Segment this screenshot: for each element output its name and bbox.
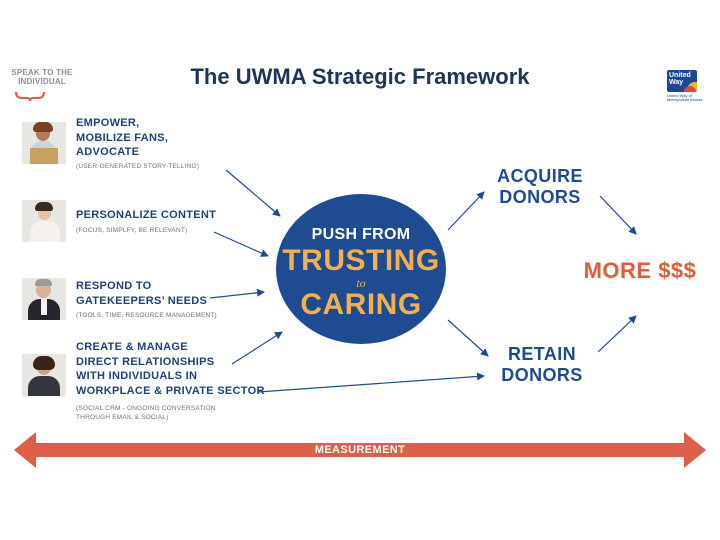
item-4-sub-line-2: THROUGH EMAIL & SOCIAL) (76, 414, 169, 421)
speak-label-line-2: INDIVIDUAL (18, 77, 66, 87)
item-respond-subtitle: (TOOLS, TIME, RESOURCE MANAGEMENT) (76, 312, 217, 319)
item-empower-title: EMPOWER, MOBILIZE FANS, ADVOCATE (76, 116, 168, 160)
item-3-title-line-2: GATEKEEPERS’ NEEDS (76, 294, 208, 307)
center-trusting: TRUSTING (282, 244, 440, 277)
item-relationships-subtitle: (SOCIAL CRM - ONGOING CONVERSATION THROU… (76, 404, 216, 422)
center-circle (276, 194, 446, 344)
item-1-title-line-1: EMPOWER, (76, 117, 140, 129)
speak-label-line-1: SPEAK TO THE (11, 68, 73, 77)
photo-woman-smiling (22, 354, 66, 396)
arrow-center-to-retain (447, 319, 489, 357)
arrow-personalize-to-center (213, 231, 269, 257)
arrow-acquire-to-more (599, 195, 637, 235)
item-1-title-line-2: MOBILIZE FANS, (76, 131, 169, 144)
united-way-logo-mark: United Way (667, 70, 697, 92)
measurement-label: MEASUREMENT (314, 444, 406, 456)
center-push-from: PUSH FROM (311, 226, 411, 243)
retain-donors: RETAIN DONORS (472, 344, 612, 386)
logo-sub-line-2: Metropolitan Atlanta (667, 97, 703, 103)
brace-icon (15, 91, 45, 102)
item-4-title-line-3: WITH INDIVIDUALS IN (76, 370, 198, 382)
photo-man-in-suit (22, 278, 66, 320)
photo-woman-on-phone (22, 200, 66, 242)
arrow-relationships-to-retain (257, 372, 485, 393)
logo-sub-line-1: United Way of (667, 93, 692, 98)
center-caring: CARING (300, 288, 422, 321)
logo-name-line-1: United (669, 72, 691, 79)
item-personalize-title: PERSONALIZE CONTENT (76, 209, 217, 221)
arrow-relationships-to-center (231, 331, 283, 365)
item-4-title-line-1: CREATE & MANAGE (76, 341, 188, 353)
acquire-line-1: ACQUIRE (497, 166, 583, 186)
united-way-logo: United Way United Way of Metropolitan At… (667, 70, 711, 103)
arrow-respond-to-center (209, 288, 265, 299)
item-respond-title: RESPOND TO GATEKEEPERS’ NEEDS (76, 279, 207, 308)
retain-line-2: DONORS (501, 365, 583, 385)
page-title: The UWMA Strategic Framework (190, 64, 530, 89)
arrow-center-to-acquire (447, 191, 485, 231)
item-personalize-subtitle: (FOCUS, SIMPLFY, BE RELEVANT) (76, 227, 188, 234)
item-4-title-line-2: DIRECT RELATIONSHIPS (76, 355, 215, 368)
item-empower-subtitle: (USER-GENERATED STORY-TELLING) (76, 163, 200, 170)
center-to: to (356, 276, 366, 290)
item-relationships-title: CREATE & MANAGE DIRECT RELATIONSHIPS WIT… (76, 340, 265, 398)
photo-woman-with-box (22, 122, 66, 164)
arrow-empower-to-center (225, 169, 281, 217)
acquire-donors: ACQUIRE DONORS (470, 166, 610, 208)
item-1-title-line-3: ADVOCATE (76, 146, 140, 158)
speak-to-individual-label: SPEAK TO THE INDIVIDUAL (6, 68, 78, 86)
measurement-bar (14, 432, 706, 468)
item-4-title-line-4: WORKPLACE & PRIVATE SECTOR (76, 384, 265, 397)
logo-name-line-2: Way (669, 79, 684, 86)
logo-subtitle: United Way of Metropolitan Atlanta (667, 93, 711, 103)
acquire-line-2: DONORS (499, 187, 581, 207)
item-3-title-line-1: RESPOND TO (76, 280, 152, 292)
more-money-outcome: MORE $$$ (583, 258, 697, 283)
retain-line-1: RETAIN (507, 344, 577, 364)
arrow-retain-to-more (597, 315, 637, 353)
item-4-sub-line-1: (SOCIAL CRM - ONGOING CONVERSATION (76, 405, 216, 412)
